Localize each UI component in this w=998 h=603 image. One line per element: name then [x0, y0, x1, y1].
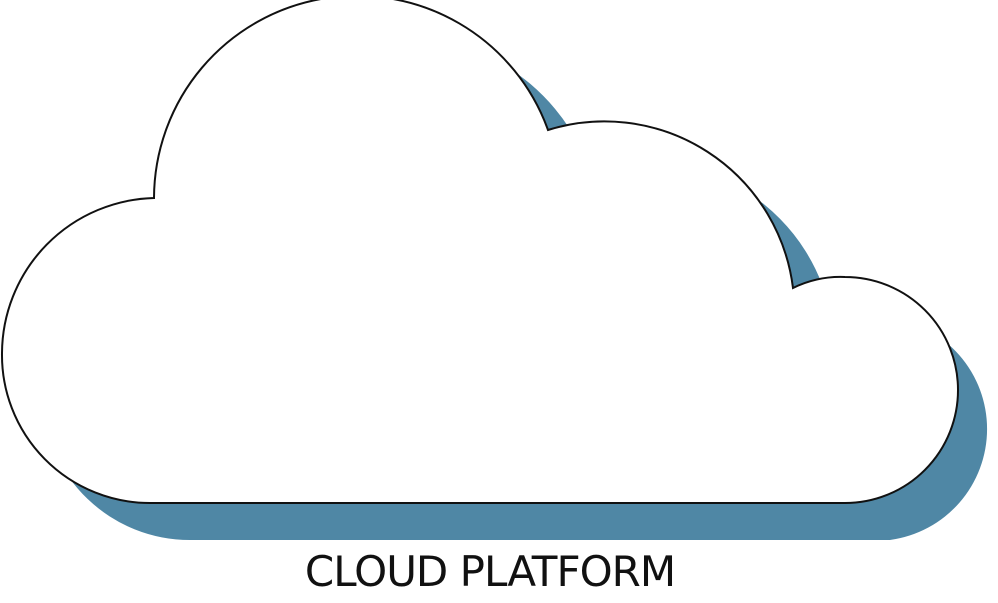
cloud-shape [0, 0, 959, 504]
cloud-platform-caption: CLOUD PLATFORM [304, 547, 676, 596]
